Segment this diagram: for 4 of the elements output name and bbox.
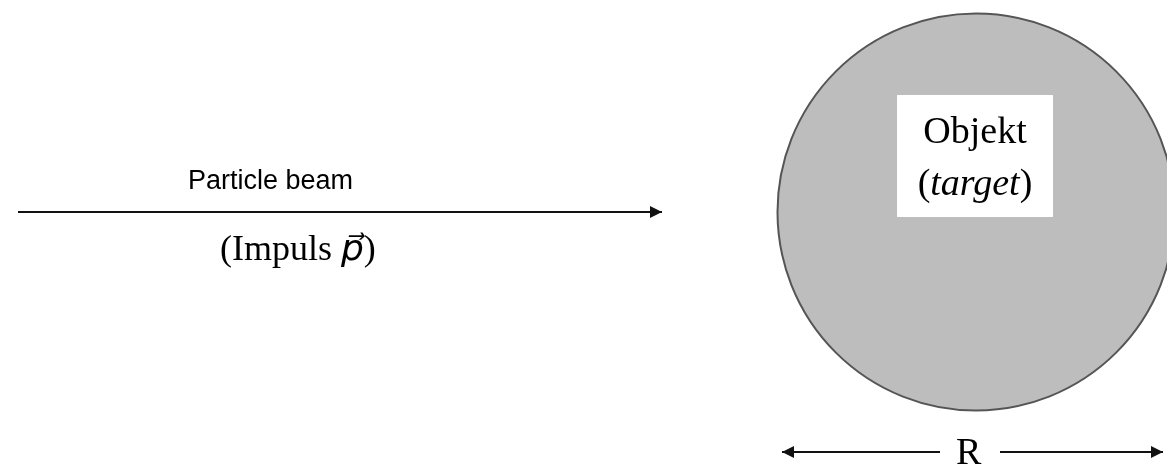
- dimension-label: R: [956, 430, 982, 474]
- momentum-label: (Impuls p⃗): [220, 228, 376, 270]
- target-label: Objekt (target): [897, 95, 1053, 217]
- beam-label: Particle beam: [188, 165, 354, 197]
